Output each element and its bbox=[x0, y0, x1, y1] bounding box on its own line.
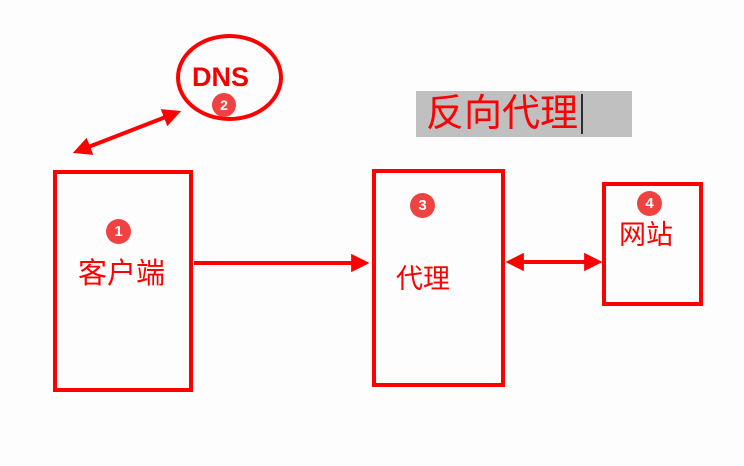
client-node[interactable]: 1 客户端 bbox=[53, 170, 193, 392]
website-label: 网站 bbox=[619, 220, 673, 250]
arrow-client-dns[interactable] bbox=[72, 109, 182, 155]
website-badge[interactable]: 4 bbox=[637, 191, 662, 216]
dns-node[interactable]: DNS bbox=[176, 34, 283, 121]
proxy-node[interactable]: 3 代理 bbox=[372, 169, 505, 387]
proxy-badge[interactable]: 3 bbox=[410, 193, 435, 218]
proxy-label: 代理 bbox=[396, 264, 450, 294]
text-cursor bbox=[581, 94, 583, 134]
client-label: 客户端 bbox=[78, 258, 166, 290]
dns-label: DNS bbox=[192, 62, 250, 92]
title-textbox[interactable]: 反向代理 bbox=[416, 91, 632, 137]
dns-badge[interactable]: 2 bbox=[212, 93, 236, 117]
website-node[interactable]: 4 网站 bbox=[602, 182, 703, 306]
title-text: 反向代理 bbox=[426, 93, 579, 135]
client-badge[interactable]: 1 bbox=[106, 219, 131, 244]
